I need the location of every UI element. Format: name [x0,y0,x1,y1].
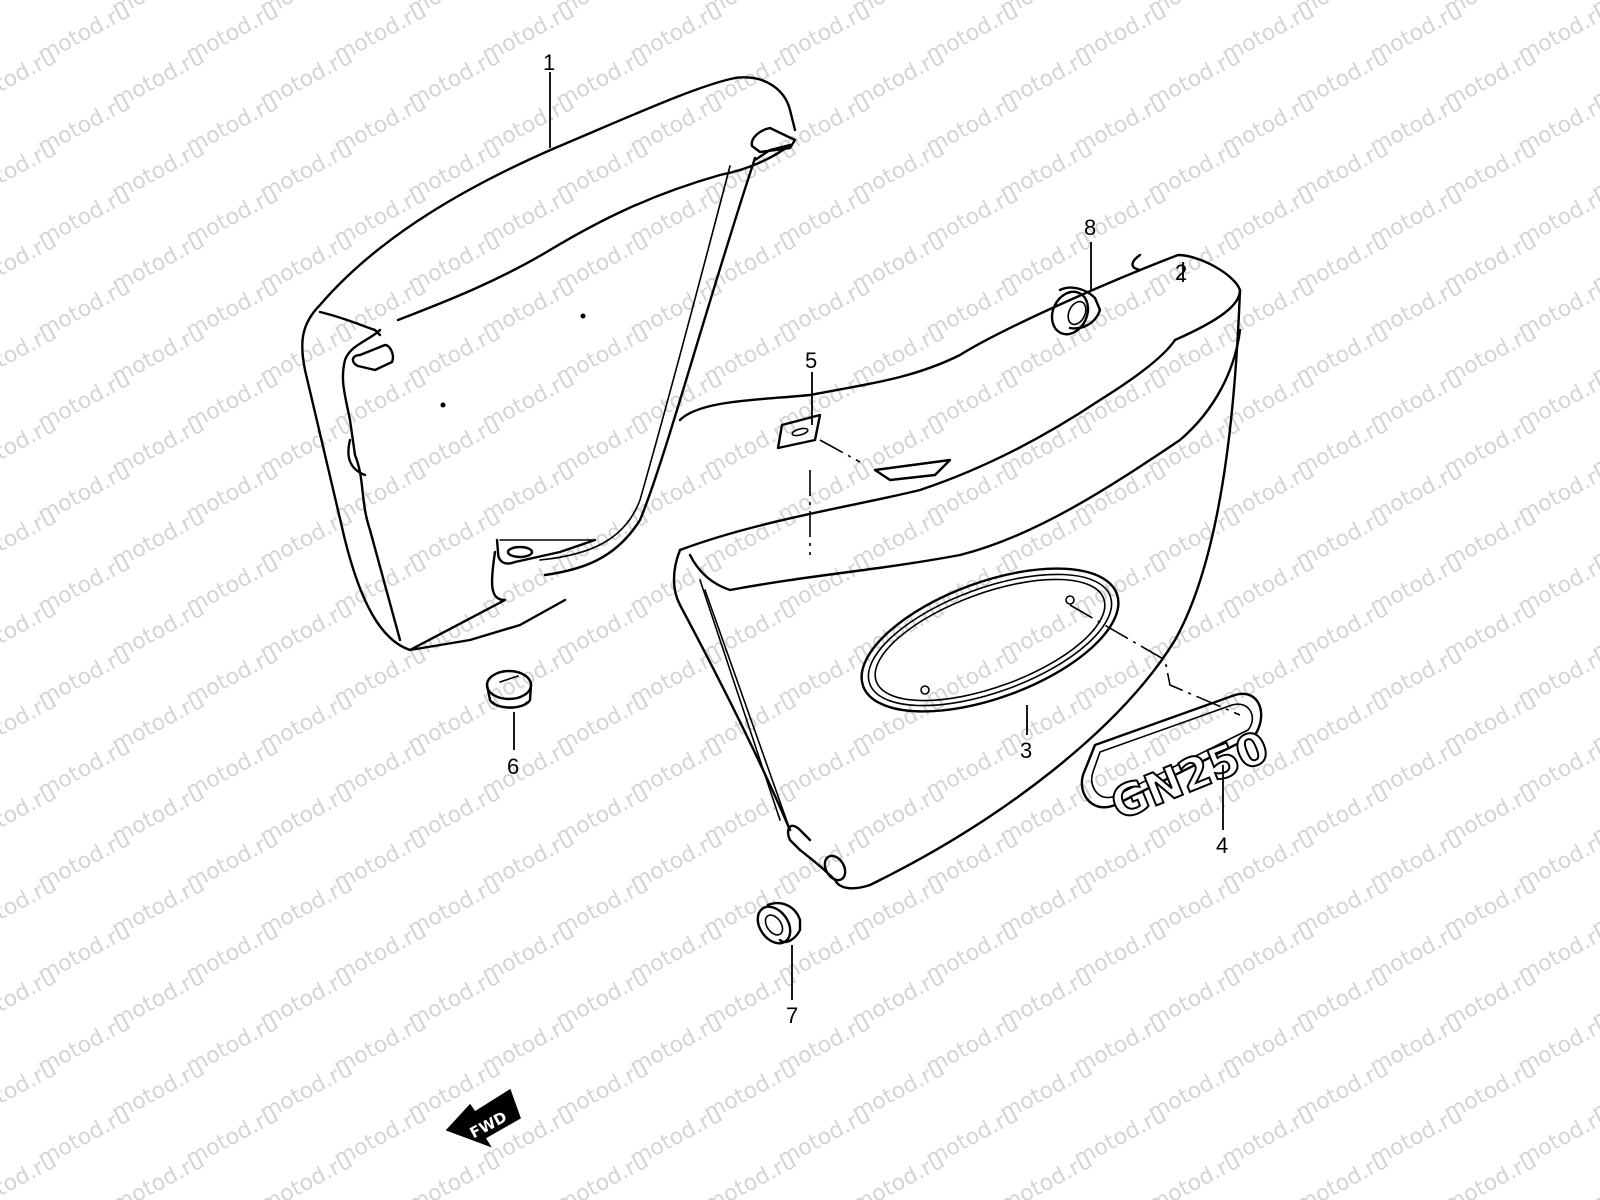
callout-6: 6 [507,754,519,779]
callout-2: 2 [1175,260,1187,285]
callout-4: 4 [1216,833,1228,858]
part-5-clip [776,413,822,450]
arrow-left-down-icon [445,1088,521,1148]
part-2-right-cover [672,253,1242,890]
part-8-grommet [1050,286,1102,336]
callout-8: 8 [1084,215,1096,240]
callout-numbers: 1 2 3 4 5 6 7 8 [507,50,1228,1028]
callout-3: 3 [1020,738,1032,763]
leader-lines [513,72,1241,1000]
part-1-left-cover [301,76,797,652]
part-7-grommet [756,901,802,945]
emblem-text: GN250 [1104,722,1276,831]
callout-7: 7 [786,1003,798,1028]
part-3-oval-recess [860,567,1120,713]
part-4-emblem: GN250 [1080,692,1277,832]
part-6-cushion [485,669,533,709]
callout-5: 5 [805,348,817,373]
callout-1: 1 [543,50,555,75]
fwd-direction-arrow: FWD [445,1088,521,1148]
